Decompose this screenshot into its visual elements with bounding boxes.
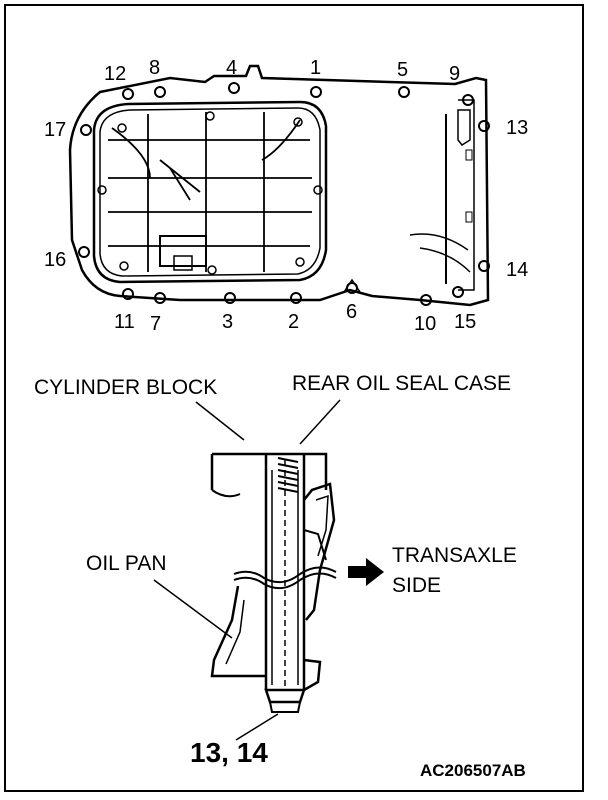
- bolt-hole-13: [478, 120, 490, 132]
- bolt-callout-label: 13, 14: [190, 737, 268, 768]
- bolt-hole-5: [398, 86, 410, 98]
- bolt-number-labels: 1 2 3 4 5 6 7 8 9 10 11 12 13 14 15 16 1…: [44, 57, 528, 335]
- bolt-label-7: 7: [150, 313, 161, 335]
- bolt-label-1: 1: [310, 57, 321, 79]
- bolt-hole-7: [154, 292, 166, 304]
- drain-plug: [159, 235, 207, 267]
- bolt-label-9: 9: [449, 63, 460, 85]
- label-transaxle: TRANSAXLE: [392, 544, 517, 567]
- label-cylinder-block: CYLINDER BLOCK: [34, 376, 217, 399]
- bolt-label-12: 12: [104, 63, 126, 85]
- cross-section-view: [153, 399, 341, 741]
- bolt-label-16: 16: [44, 249, 66, 271]
- oil-pan-inner-wall-2: [99, 107, 321, 277]
- bolt-hole-12: [122, 88, 134, 100]
- bolt-hole-15: [452, 286, 464, 298]
- break-line-lower: [233, 572, 337, 590]
- oil-pan-ribs: [108, 112, 312, 272]
- bolt-hole-11: [122, 288, 134, 300]
- oil-pan-section: [210, 585, 322, 692]
- bolt-hole-6: [346, 282, 358, 294]
- bolt-hole-17: [80, 124, 92, 136]
- bolt-hole-1: [310, 86, 322, 98]
- bolt-hole-4: [228, 82, 240, 94]
- bolt-head: [264, 688, 306, 704]
- bolt-holes: [78, 82, 490, 306]
- rear-oil-seal-case-section: [303, 482, 336, 621]
- bolt-label-17: 17: [44, 119, 66, 141]
- bolt-label-13: 13: [506, 117, 528, 139]
- bolt-hole-14: [478, 260, 490, 272]
- bolt-hole-10: [420, 294, 432, 306]
- bolt-label-14: 14: [506, 259, 528, 281]
- bolt-label-5: 5: [397, 59, 408, 81]
- bolt-hole-16: [78, 246, 90, 258]
- oil-pan-top-view: [68, 64, 490, 307]
- bolt-label-6: 6: [346, 301, 357, 323]
- bolt-hole-2: [290, 292, 302, 304]
- label-transaxle-side: SIDE: [392, 574, 441, 597]
- bolt-label-3: 3: [222, 311, 233, 333]
- transaxle-arrow-icon: [348, 558, 384, 586]
- label-rear-oil-seal-case: REAR OIL SEAL CASE: [292, 372, 511, 395]
- bolt-label-11: 11: [114, 311, 135, 333]
- leader-bolt-callout: [235, 713, 279, 741]
- bolt-label-15: 15: [454, 311, 476, 333]
- bolt-label-4: 4: [226, 57, 237, 79]
- leader-oil-pan: [153, 579, 233, 639]
- bolt-label-8: 8: [149, 57, 160, 79]
- leader-rear-oil-seal-case: [299, 399, 341, 445]
- bolt-thread: [277, 457, 299, 493]
- bolt-label-2: 2: [288, 311, 299, 333]
- break-line-upper: [233, 566, 337, 584]
- oil-pan-inner-wall: [92, 100, 328, 284]
- inner-bolt-marks: [97, 111, 323, 275]
- bolt-hole-9: [462, 94, 474, 106]
- figure-frame: [4, 4, 584, 792]
- figure-code: AC206507AB: [420, 761, 526, 780]
- cylinder-block-section: [210, 452, 328, 490]
- leader-cylinder-block: [195, 401, 245, 441]
- bolt-label-10: 10: [414, 313, 436, 335]
- bolt-hole-3: [224, 292, 236, 304]
- bolt-hole-8: [154, 86, 166, 98]
- label-oil-pan: OIL PAN: [86, 552, 167, 575]
- oil-pan-outer-flange: [68, 64, 490, 307]
